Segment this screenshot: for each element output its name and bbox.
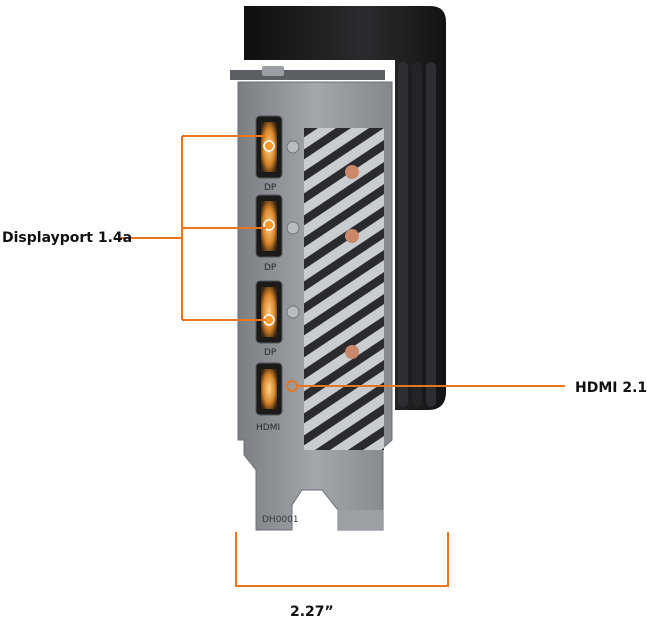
vent-bar — [304, 238, 384, 304]
vent-bar — [304, 128, 384, 194]
heatpipe-1 — [345, 165, 359, 179]
vent-bar — [304, 150, 384, 216]
bracket-top-tab — [230, 70, 385, 80]
dp-mark-1: DP — [264, 183, 277, 193]
displayport-callout — [120, 135, 266, 321]
card-shroud — [244, 6, 446, 410]
hdmi-mark: HDMI — [256, 423, 280, 433]
vent-grille — [304, 128, 384, 450]
screw-icon — [286, 140, 300, 154]
vent-bar — [304, 282, 384, 348]
shroud-fin-3 — [426, 62, 436, 407]
vent-bar — [363, 436, 384, 450]
vent-bar — [304, 348, 384, 414]
bracket-code: DH0001 — [262, 515, 299, 525]
width-label: 2.27” — [290, 604, 334, 620]
vent-bar — [304, 216, 384, 282]
screw-icon — [286, 305, 300, 319]
vent-bar — [304, 128, 336, 150]
hdmi-port: HDMI — [255, 362, 298, 433]
dp-mark-2: DP — [264, 263, 277, 273]
bracket-top-screw — [262, 66, 284, 76]
dp-mark-3: DP — [264, 348, 277, 358]
screw-icon — [286, 221, 300, 235]
displayport-2: DP — [255, 194, 283, 273]
vent-bar — [304, 392, 384, 450]
bracket-bottom-tab — [338, 510, 383, 530]
vent-bar — [304, 172, 384, 238]
vent-bar — [304, 260, 384, 326]
displayport-1: DP — [255, 115, 283, 193]
vent-bar — [304, 128, 369, 172]
vent-bar — [304, 326, 384, 392]
shroud-fin-1 — [398, 62, 408, 407]
vent-bar — [304, 194, 384, 260]
hdmi-label: HDMI 2.1 — [575, 380, 647, 396]
heatpipe-3 — [345, 345, 359, 359]
vent-bar — [304, 304, 384, 370]
displayport-3: DP — [255, 280, 283, 358]
heatpipe-2 — [345, 229, 359, 243]
vent-bar — [330, 414, 384, 450]
width-dimension — [235, 532, 449, 587]
shroud-fin-2 — [412, 62, 422, 407]
displayport-label: Displayport 1.4a — [2, 230, 133, 246]
